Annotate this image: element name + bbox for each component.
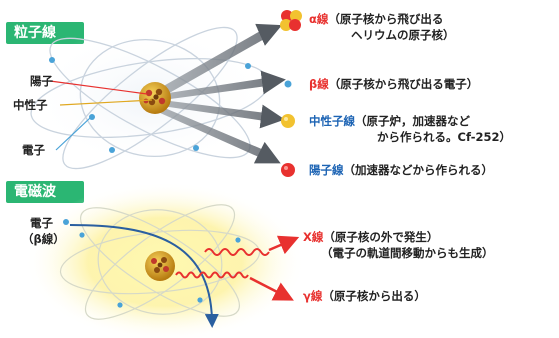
label-electron: 電子 [22,143,45,157]
neutron-ray-desc-1: （原子炉，加速器など [355,114,470,128]
proton-ray-desc-1: （加速器などから作られる） [343,163,494,177]
particle-beams [158,23,286,164]
neutron-particle-icon [281,114,295,128]
beta-ray-text: β線（原子核から飛び出る電子） [309,76,478,92]
electron-dot [49,57,55,63]
xray-keyword: X線 [303,230,324,244]
gamma-ray-keyword: γ線 [303,289,323,303]
electron-path [69,224,219,328]
gamma-ray-text: γ線（原子核から出る） [303,288,426,304]
label-neutron: 中性子 [13,98,48,112]
neutron-ray-keyword: 中性子線 [309,114,355,128]
nucleus-bottom [145,251,175,281]
xray-wave [204,248,270,256]
alpha-particle-icon [280,10,302,31]
proton-ray-keyword: 陽子線 [309,163,344,177]
atom-bottom [25,182,305,338]
neutron-ray-text: 中性子線（原子炉，加速器など から作られる。Cf-252） [309,113,511,145]
alpha-ray-text: α線（原子核から飛び出る ヘリウムの原子核） [309,11,455,43]
xray-desc-2: （電子の軌道間移動からも生成） [321,246,494,260]
beta-particle-icon [284,80,292,88]
label-proton: 陽子 [30,74,53,88]
xray-text: X線（原子核の外で発生） （電子の軌道間移動からも生成） [303,229,494,261]
xray-desc-1: （原子核の外で発生） [323,230,439,244]
beta-electron-icon [63,219,69,225]
gamma-ray-desc-1: （原子核から出る） [322,289,426,303]
section-header-em: 電磁波 [6,181,84,203]
neutron-ray-desc-2: から作られる。Cf-252） [377,130,512,144]
alpha-ray-keyword: α線 [309,12,329,26]
proton-ray-text: 陽子線（加速器などから作られる） [309,162,493,178]
alpha-ray-desc-1: （原子核から飛び出る [328,12,444,26]
beta-ray-keyword: β線 [309,77,329,91]
label-beta-ray-paren: （β線） [22,232,65,246]
electron-dot-labeled [89,114,95,120]
gamma-wave [175,271,249,279]
nucleus-top [139,82,171,114]
atom-top [30,23,286,170]
label-electron-beta: 電子 [30,216,53,230]
proton-particle-icon [281,163,295,177]
beta-ray-desc-1: （原子核から飛び出る電子） [328,77,479,91]
alpha-ray-desc-2: ヘリウムの原子核） [351,28,455,42]
